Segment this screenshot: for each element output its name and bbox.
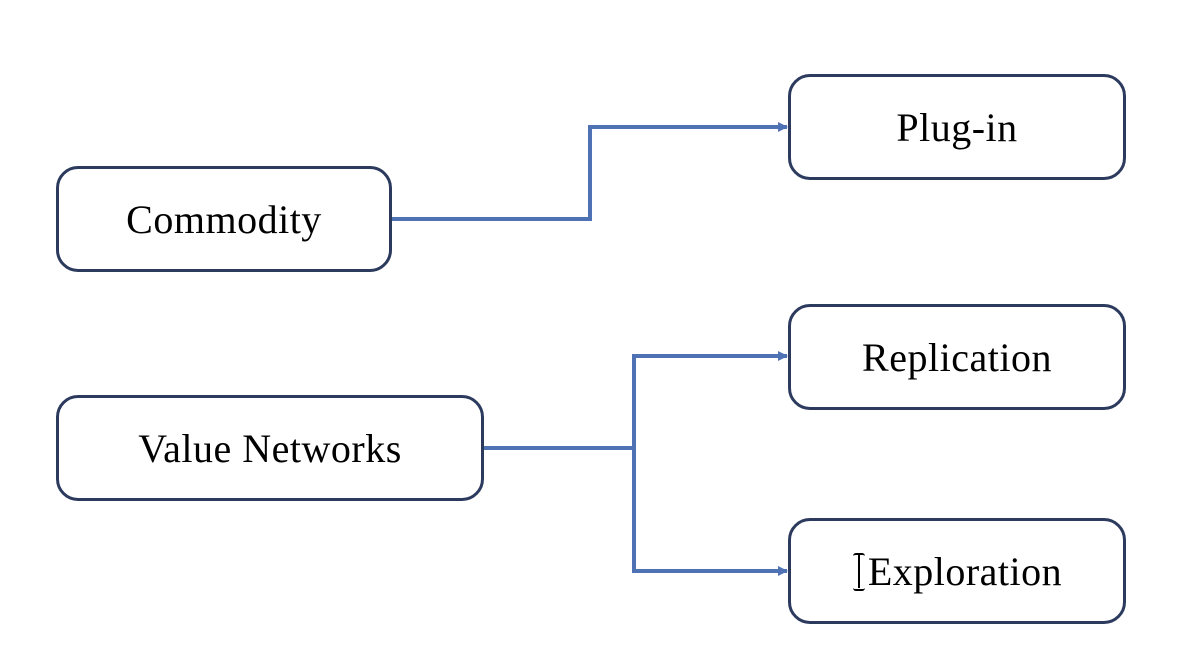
node-replication: Replication — [788, 304, 1126, 410]
node-value-networks-label: Value Networks — [138, 425, 402, 471]
text-cursor-icon — [852, 551, 866, 591]
edge-value-networks-to-replication — [484, 351, 788, 450]
node-exploration-label: Exploration — [867, 548, 1063, 594]
node-commodity-label: Commodity — [126, 196, 322, 242]
node-commodity: Commodity — [56, 166, 392, 272]
node-plug-in: Plug-in — [788, 74, 1126, 180]
node-replication-label: Replication — [862, 334, 1052, 380]
node-value-networks: Value Networks — [56, 395, 484, 501]
edge-value-networks-to-exploration — [632, 448, 788, 576]
node-exploration[interactable]: Exploration — [788, 518, 1126, 624]
node-plug-in-label: Plug-in — [896, 104, 1018, 150]
edge-commodity-to-plug-in — [392, 122, 788, 221]
